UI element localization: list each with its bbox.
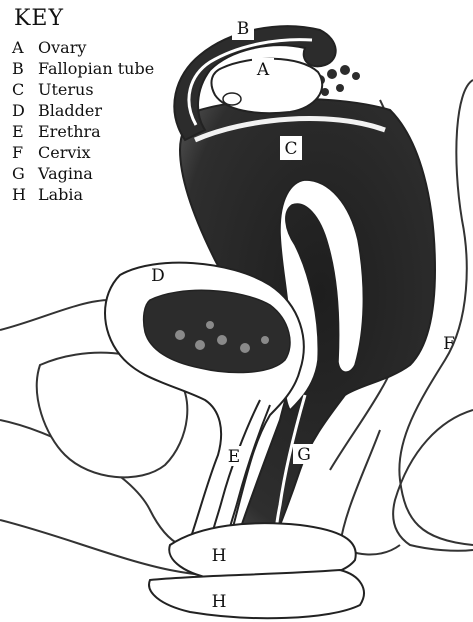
key-letter: F bbox=[12, 142, 38, 163]
key-text: Uterus bbox=[38, 79, 162, 100]
key-text: Erethra bbox=[38, 121, 162, 142]
label-f-text: F bbox=[443, 334, 455, 354]
key-item-bladder: D Bladder bbox=[12, 100, 162, 121]
key-text: Fallopian tube bbox=[38, 58, 162, 79]
key-item-uterus: C Uterus bbox=[12, 79, 162, 100]
key-title: KEY bbox=[14, 6, 162, 31]
label-a: A bbox=[252, 58, 274, 80]
label-e-text: E bbox=[228, 447, 240, 467]
key-letter: E bbox=[12, 121, 38, 142]
label-g: G bbox=[293, 444, 315, 465]
key-letter: A bbox=[12, 37, 38, 58]
label-g-text: G bbox=[297, 445, 311, 465]
key-item-fallopian-tube: B Fallopian tube bbox=[12, 58, 162, 79]
key-letter: C bbox=[12, 79, 38, 100]
left-tissue-curve bbox=[0, 300, 110, 330]
key-item-ovary: A Ovary bbox=[12, 37, 162, 58]
key-item-labia: H Labia bbox=[12, 184, 162, 205]
key-letter: G bbox=[12, 163, 38, 184]
key-item-vagina: G Vagina bbox=[12, 163, 162, 184]
label-a-text: A bbox=[256, 60, 270, 80]
key-item-cervix: F Cervix bbox=[12, 142, 162, 163]
label-c: C bbox=[280, 136, 302, 160]
label-h-inner-text: H bbox=[212, 546, 227, 566]
label-b-text: B bbox=[237, 19, 250, 39]
key-legend: KEY A Ovary B Fallopian tube C Uterus D … bbox=[12, 6, 162, 205]
key-item-urethra: E Erethra bbox=[12, 121, 162, 142]
lower-right-curve bbox=[340, 430, 400, 554]
label-d-text: D bbox=[151, 266, 165, 286]
label-c-text: C bbox=[284, 139, 297, 159]
labia-outer-shape bbox=[149, 570, 364, 618]
key-text: Ovary bbox=[38, 37, 162, 58]
key-text: Labia bbox=[38, 184, 162, 205]
key-letter: B bbox=[12, 58, 38, 79]
label-h-outer-text: H bbox=[212, 592, 227, 612]
outer-right-curve bbox=[393, 410, 473, 551]
ovary-follicle bbox=[223, 93, 241, 105]
label-e: E bbox=[224, 446, 244, 467]
key-text: Bladder bbox=[38, 100, 162, 121]
key-text: Cervix bbox=[38, 142, 162, 163]
key-letter: D bbox=[12, 100, 38, 121]
key-text: Vagina bbox=[38, 163, 162, 184]
label-b: B bbox=[232, 16, 254, 40]
key-letter: H bbox=[12, 184, 38, 205]
